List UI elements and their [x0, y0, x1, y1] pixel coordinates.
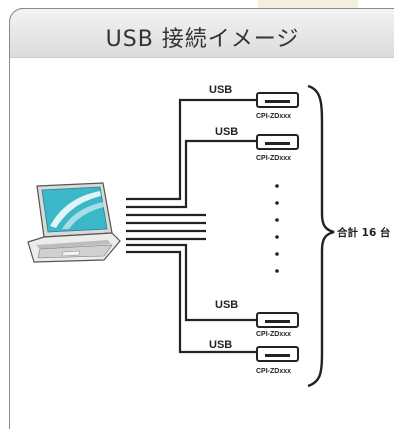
- usb-label-1: USB: [209, 84, 232, 96]
- cable-1: [126, 98, 257, 201]
- cable-2: [126, 139, 257, 209]
- laptop-icon: [27, 182, 121, 263]
- device-label-1: CPI-ZDxxx: [256, 113, 291, 120]
- device-2: [256, 134, 299, 150]
- ellipsis-dots: [275, 184, 279, 273]
- title-bar: USB 接続イメージ: [9, 8, 394, 58]
- right-brace: [307, 84, 335, 388]
- usb-connection-diagram: USB USB USB USB CPI-ZDxxx CPI-ZDxxx CPI-…: [27, 84, 390, 388]
- device-1: [256, 92, 299, 108]
- device-4: [256, 346, 299, 362]
- total-count-label: 合計 16 台: [336, 226, 390, 239]
- cable-7: [126, 243, 257, 322]
- page-title: USB 接続イメージ: [105, 27, 300, 52]
- frame-left-edge: [9, 56, 10, 413]
- device-label-2: CPI-ZDxxx: [256, 155, 291, 162]
- device-3: [256, 312, 299, 328]
- cable-8: [126, 250, 257, 354]
- device-label-4: CPI-ZDxxx: [256, 368, 291, 375]
- usb-label-2: USB: [215, 126, 238, 138]
- usb-label-4: USB: [209, 339, 232, 351]
- usb-label-3: USB: [215, 299, 238, 311]
- device-label-3: CPI-ZDxxx: [256, 331, 291, 338]
